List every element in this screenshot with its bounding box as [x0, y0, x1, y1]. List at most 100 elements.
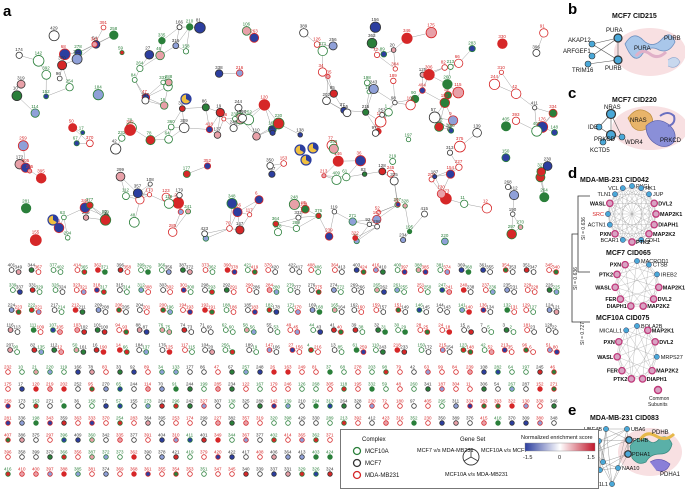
- complex-node: [401, 269, 408, 275]
- node-id-label: 154: [447, 165, 455, 170]
- node-id-label: 372: [186, 265, 194, 270]
- complex-node: [47, 471, 53, 477]
- complex-node: [172, 197, 184, 209]
- node-id-label: 184: [94, 85, 102, 90]
- node-id-label: 364: [284, 450, 292, 455]
- node-id-label: 175: [4, 382, 12, 387]
- score-tick: -1.5: [523, 455, 532, 461]
- node-id-label: 307: [214, 399, 222, 404]
- complex-node: [267, 327, 274, 333]
- node-id-label: 176: [538, 117, 546, 122]
- node-id-label: 42: [512, 84, 518, 89]
- complex-node: [61, 369, 67, 375]
- complex-node: [371, 129, 380, 137]
- node-id-label: 86: [200, 365, 206, 370]
- node-id-label: 175: [427, 22, 435, 27]
- node-id-label: 59: [382, 382, 388, 387]
- network-edge: [365, 112, 379, 132]
- node-id-label: 46: [156, 46, 162, 51]
- node-id-label: 11: [460, 195, 465, 200]
- node-id-label: 377: [256, 433, 264, 438]
- node-id-label: 358: [124, 265, 132, 270]
- node-id-label: 72: [373, 47, 379, 52]
- complex-node: [397, 420, 403, 426]
- node-id-label: 356: [74, 450, 82, 455]
- gene-node: [618, 366, 626, 375]
- node-id-label: 184: [135, 343, 143, 348]
- complex-node: [246, 287, 253, 293]
- complex-node: [145, 135, 156, 146]
- complex-node: [342, 172, 351, 182]
- complex-node: [58, 349, 64, 355]
- complex-node: [47, 454, 53, 460]
- gene-label: NRAS: [604, 105, 621, 111]
- node-id-label: 27: [145, 45, 151, 50]
- complex-node: [366, 221, 373, 227]
- complex-node: [309, 307, 316, 313]
- complex-node: [341, 403, 347, 409]
- complex-node: [244, 327, 250, 333]
- score-colorbar: [524, 442, 596, 452]
- complex-node: [117, 437, 123, 443]
- node-id-label: 406: [314, 265, 322, 270]
- complex-node: [322, 96, 331, 105]
- complex-node: [99, 214, 112, 226]
- complex-node: [75, 386, 81, 392]
- node-id-label: 24: [438, 323, 444, 328]
- node-id-label: 295: [26, 164, 34, 169]
- node-id-label: 344: [28, 263, 36, 268]
- network-edge: [615, 260, 638, 288]
- complex-node: [201, 386, 207, 392]
- complex-node: [230, 329, 236, 335]
- complex-node: [215, 107, 225, 118]
- node-id-label: 115: [188, 345, 196, 350]
- network-edge: [618, 330, 648, 342]
- gene-node: [628, 238, 636, 246]
- complex-node: [15, 309, 22, 315]
- node-id-label: 412: [510, 186, 518, 191]
- node-id-label: 304: [391, 62, 399, 67]
- complex-node: [33, 420, 39, 426]
- node-id-label: 108: [146, 177, 154, 182]
- network-edge: [626, 330, 653, 371]
- node-id-label: 195: [406, 224, 414, 229]
- complex-node: [19, 403, 25, 409]
- node-id-label: 328: [401, 199, 409, 204]
- complex-node: [201, 420, 207, 426]
- node-id-label: 273: [144, 399, 152, 404]
- complex-node: [131, 403, 137, 409]
- node-id-label: 84: [131, 72, 137, 77]
- node-id-label: 164: [338, 305, 346, 310]
- protein-structure-ribbon: [627, 109, 676, 147]
- node-id-label: 220: [441, 233, 449, 238]
- node-id-label: 359: [330, 139, 338, 144]
- node-id-label: 232: [4, 365, 12, 370]
- complex-node: [131, 386, 137, 392]
- complex-node: [395, 307, 402, 313]
- node-id-label: 277: [294, 285, 302, 290]
- node-id-label: 401: [8, 263, 16, 268]
- node-id-label: 358: [18, 450, 26, 455]
- complex-node: [73, 287, 80, 293]
- complex-node: [294, 289, 301, 295]
- node-id-label: 172: [425, 345, 433, 350]
- node-id-label: 366: [158, 263, 166, 268]
- node-id-label: 362: [94, 263, 102, 268]
- complex-node: [203, 162, 212, 170]
- node-id-label: 231: [510, 285, 518, 290]
- node-id-label: 359: [60, 416, 68, 421]
- node-id-label: 66: [123, 345, 129, 350]
- node-id-label: 310: [172, 433, 180, 438]
- node-id-label: 25: [423, 325, 429, 330]
- gene-node: [648, 366, 656, 375]
- complex-node: [229, 386, 235, 392]
- complex-node: [328, 41, 338, 51]
- network-edge: [620, 264, 650, 300]
- panel-b-title: MCF7 CID215: [612, 13, 657, 20]
- complex-node: [223, 287, 230, 293]
- complex-node: [101, 289, 107, 295]
- node-id-label: 396: [117, 263, 125, 268]
- complex-node: [229, 124, 238, 133]
- complex-node: [182, 48, 190, 55]
- node-id-label: 147: [265, 343, 273, 348]
